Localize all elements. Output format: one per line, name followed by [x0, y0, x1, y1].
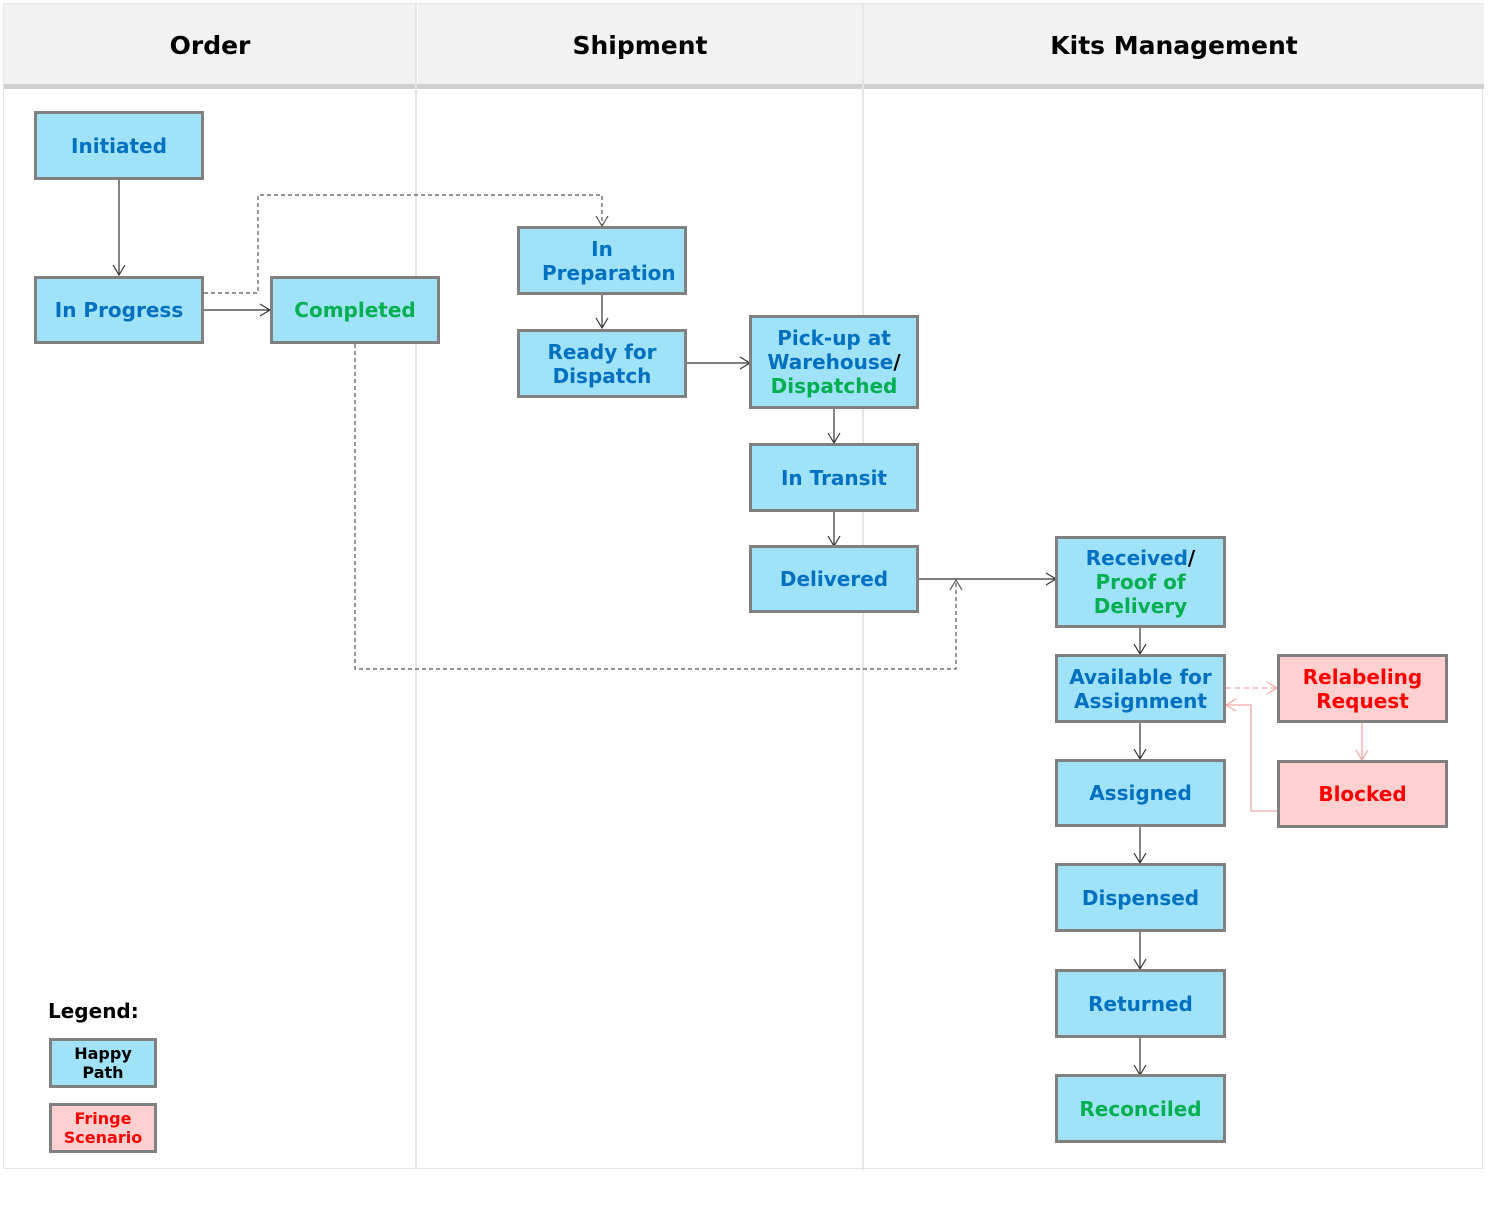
legend-fringe-scenario: Fringe Scenario: [49, 1103, 157, 1153]
node-relabeling-request: Relabeling Request: [1277, 654, 1448, 723]
node-assigned: Assigned: [1055, 759, 1226, 827]
node-returned: Returned: [1055, 969, 1226, 1038]
node-in-transit: In Transit: [749, 443, 919, 512]
lane-header-kits-management: Kits Management: [864, 4, 1484, 86]
lane-separator-1: [415, 4, 417, 1170]
node-received-proof-of-delivery: Received/ Proof of Delivery: [1055, 536, 1226, 628]
lane-title-order: Order: [169, 30, 251, 60]
header-divider: [4, 84, 1484, 89]
node-blocked: Blocked: [1277, 760, 1448, 828]
node-delivered: Delivered: [749, 545, 919, 613]
node-pickup-dispatched: Pick-up at Warehouse/ Dispatched: [749, 315, 919, 409]
node-reconciled: Reconciled: [1055, 1074, 1226, 1143]
lane-header-order: Order: [4, 4, 416, 86]
edge-dashed-completed-to-received: [354, 344, 963, 670]
node-available-for-assignment: Available for Assignment: [1055, 654, 1226, 723]
node-pickup-text: Pick-up at Warehouse/ Dispatched: [767, 326, 901, 398]
node-received-text: Received/ Proof of Delivery: [1085, 546, 1196, 618]
node-dispensed: Dispensed: [1055, 863, 1226, 932]
legend-happy-path: Happy Path: [49, 1038, 157, 1088]
lane-title-shipment: Shipment: [572, 30, 708, 60]
diagram-frame: [3, 3, 1483, 1169]
node-ready-for-dispatch: Ready for Dispatch: [517, 329, 687, 398]
legend-title: Legend:: [48, 999, 139, 1023]
node-in-preparation: In Preparation: [517, 226, 687, 295]
node-in-progress: In Progress: [34, 276, 204, 344]
node-initiated: Initiated: [34, 111, 204, 180]
node-completed: Completed: [270, 276, 440, 344]
edge-fringe-blocked-to-available: [1224, 698, 1277, 812]
lane-header-shipment: Shipment: [418, 4, 862, 86]
lane-title-kits-management: Kits Management: [1050, 30, 1298, 60]
edge-dashed-in-progress-to-preparation: [204, 194, 609, 294]
